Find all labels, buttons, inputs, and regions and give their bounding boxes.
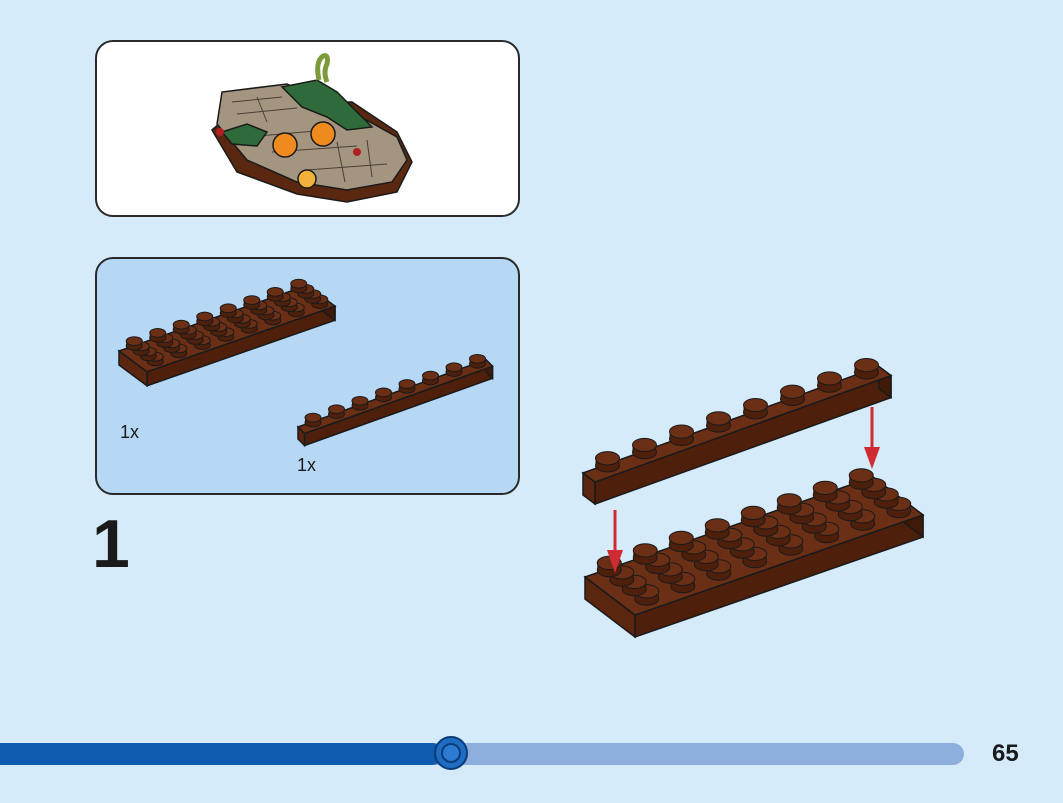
stud [632, 543, 658, 565]
stud [375, 387, 392, 403]
stud [149, 328, 167, 343]
step-number: 1 [92, 506, 130, 582]
brown-plate-4x8-part [117, 278, 337, 388]
part-quantity-plate: 1x [120, 422, 140, 442]
stud [743, 397, 768, 420]
stud [351, 395, 369, 411]
page-number: 65 [992, 740, 1019, 767]
stud [328, 404, 345, 419]
stud [196, 311, 214, 327]
model-preview-panel [95, 40, 520, 217]
stud [304, 412, 322, 428]
stud [125, 336, 143, 351]
stud [729, 537, 755, 559]
stud [266, 287, 284, 302]
progress-knob [434, 736, 469, 770]
brown-plate-1x8-part [296, 353, 494, 448]
brown-plate-1x8-main [581, 358, 893, 506]
arrow-icon [864, 407, 880, 469]
stud [780, 384, 805, 407]
stud [848, 468, 874, 490]
progress-fill [0, 743, 444, 765]
part-quantity-bar: 1x [297, 455, 317, 475]
stud [740, 505, 766, 528]
stud [668, 530, 694, 553]
parts-list-panel: 1x 1x [95, 257, 520, 495]
build-step-illustration [581, 358, 925, 639]
stud [290, 278, 308, 294]
stud [812, 480, 838, 503]
stud [243, 295, 261, 310]
stud [706, 411, 731, 433]
stud [445, 362, 463, 377]
stud [742, 546, 768, 569]
stud [422, 370, 439, 386]
brown-plate-4x8-main [583, 468, 925, 639]
stud [706, 559, 732, 581]
stud [398, 379, 416, 394]
stud [595, 451, 620, 473]
stud [469, 353, 486, 369]
stud [854, 358, 879, 380]
stud [172, 319, 190, 335]
stud [776, 493, 802, 515]
stud [669, 424, 694, 446]
stud [850, 509, 876, 531]
stud [704, 518, 730, 540]
stud [632, 437, 657, 460]
arrow-icon [607, 510, 623, 573]
brown-plate-4x8-image [117, 278, 494, 448]
model-preview-image [211, 53, 413, 203]
stud [219, 303, 237, 318]
stud [817, 371, 842, 393]
